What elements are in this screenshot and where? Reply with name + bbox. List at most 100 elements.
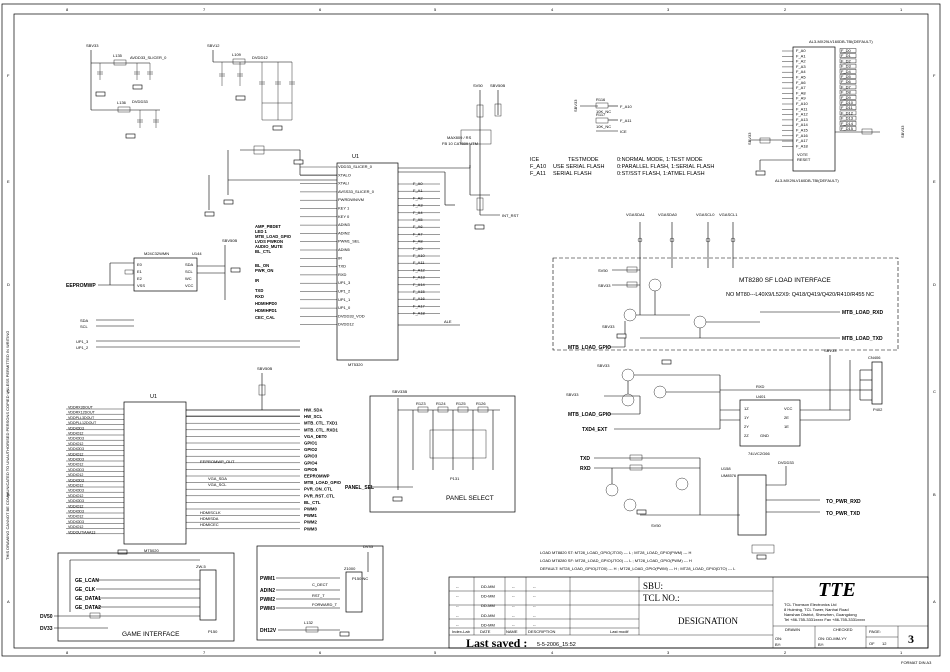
mcu-addr-label: F_A5	[413, 217, 423, 222]
rail-label: SBV33	[573, 99, 578, 112]
component-ref: L136	[117, 100, 127, 105]
vga-rail: VGASCL0	[696, 212, 715, 217]
rev-name: --	[512, 613, 515, 618]
mcu-pin: XTALI	[338, 181, 349, 186]
panel-resistor: R124	[436, 401, 446, 406]
game-signal: GE_CLK	[75, 587, 96, 593]
mcu-pin: UP1_3	[338, 280, 351, 285]
rail-label: SV50	[651, 523, 662, 528]
tb-of: OF	[869, 641, 875, 646]
mux-pin: 1Y	[744, 415, 749, 420]
rev-index: --	[456, 603, 459, 608]
mcu-signal: BL_ON	[255, 263, 269, 268]
hdmi-pin: VDDIOD3	[68, 447, 84, 451]
eeprom-block: M24C32WMN U144 E0 E1 E2 VSS SDA SCL WC V…	[66, 238, 300, 350]
config-table: ICE TESTMODE 0:NORMAL MODE, 1:TEST MODE …	[530, 157, 714, 177]
mcu-pin: DVDD12	[338, 322, 355, 327]
hdmi-signal: VGA_DET0	[304, 434, 327, 439]
flash-pin-box	[839, 84, 857, 90]
config-cell: F_A11	[530, 171, 546, 177]
mcu-addr-label: F_A4	[413, 210, 423, 215]
mcu-block: U1 MT5320 VDD33_SLICER_0XTALOXTALIAVSS33…	[204, 145, 460, 367]
mcu-addr-label: F_A11	[413, 260, 425, 265]
rev-date: DD-MM	[481, 603, 495, 608]
panel-resistor: R125	[456, 401, 466, 406]
sheet-frame	[1, 3, 941, 657]
mux-pin: GND	[760, 433, 769, 438]
mux-ref: U401	[756, 394, 766, 399]
hdmi-pin: VDDPLL12DOUT	[68, 421, 97, 425]
hdmi-signal: GPIO3	[304, 454, 318, 459]
load-note: DEFAULT: MT28_LOAD_GPIO(JTO0) --- H ; MT…	[540, 566, 736, 571]
flash-addr: F_A18	[796, 143, 809, 148]
row-marker: C	[7, 389, 10, 394]
panel-rail: SBV33B	[392, 389, 407, 394]
load-interface-block: MT8280 SF LOAD INTERFACE NO MT80---L40X9…	[552, 212, 899, 365]
eeprom-pin: E1	[137, 269, 143, 274]
mcu-signal: HDMIHPD0	[255, 301, 278, 306]
mcu-signal: PWR_ON	[255, 268, 273, 273]
rail-label: SBV50B	[257, 366, 272, 371]
hdmi-clk: HDMICEC	[200, 522, 219, 527]
load-notes: LOAD MT8820 ST: MT28_LOAD_GPIO(JTO0) ---…	[540, 550, 736, 571]
hdmi-pin: VDDIO12	[68, 442, 83, 446]
flash-pin: F_D11	[841, 105, 853, 110]
pwm-input: PWM2	[260, 597, 275, 603]
mcu-signal: TXD	[255, 288, 263, 293]
game-signal: GE_DATA2	[75, 605, 101, 611]
mcu-addr-label: F_A13	[413, 275, 426, 280]
hdmi-pin: VDDRX3DOUT	[68, 406, 94, 410]
panel-resistor: R123	[416, 401, 426, 406]
eeprom-wp-label: EEPROMWP	[66, 283, 96, 289]
flash-body	[792, 46, 836, 172]
eeprom-pin: SCL	[185, 269, 194, 274]
config-cell: SERIAL FLASH	[553, 171, 592, 177]
mcu-signal: MTB_LOAD_GPIO	[255, 234, 292, 239]
rail-label: SBV33	[900, 125, 905, 138]
flash-pin-box	[839, 110, 857, 116]
col-marker: 6	[319, 650, 322, 655]
mcu-addr-label: F_A3	[413, 203, 423, 208]
mcu-signal: HDMIHPD1	[255, 308, 278, 313]
strap-signal: F_A11	[620, 118, 632, 123]
title-frame	[448, 576, 929, 649]
panel-dip-switch	[429, 429, 487, 459]
hdmi-chip-body	[123, 401, 187, 545]
tb-header: Last modif	[610, 629, 629, 634]
hdmi-signal: GPIO1	[304, 441, 318, 446]
eeprom-ref: U144	[192, 251, 202, 256]
sbv33-label: SBV33	[566, 392, 579, 397]
game-signal: GE_LCAN	[75, 578, 99, 584]
flash-pin-box	[839, 53, 857, 58]
reset-part: MAX809 / RS	[447, 135, 472, 140]
row-marker: B	[933, 492, 936, 497]
rev-index: --	[456, 594, 459, 599]
rail-label: SV50	[473, 83, 484, 88]
pwm-output: C_DECT	[312, 582, 329, 587]
row-marker: C	[933, 389, 936, 394]
eeprom-pin: WC	[185, 276, 192, 281]
flash-addr: F_A1	[796, 53, 806, 58]
pwm-input: PWM3	[260, 606, 275, 612]
row-markers-right: F E D C B A	[933, 73, 936, 604]
net-label: DVDD12	[252, 55, 269, 60]
flash-pin: F_D1	[841, 53, 852, 58]
load-gpio: MTB_LOAD_GPIO	[568, 345, 611, 351]
rail-label: SBV33	[602, 324, 615, 329]
tb-on: ON:	[775, 636, 782, 641]
rev-date: DD-MM	[481, 622, 495, 627]
panel-resistor: R126	[476, 401, 486, 406]
col-marker: 8	[66, 650, 69, 655]
flash-pin-box	[839, 95, 857, 100]
pwm-block: DV33 PWM1 ADIN2 PWM2 PWM3 C_DECT RST_T F…	[256, 544, 384, 641]
resistor-val: 10K_NC	[596, 124, 611, 129]
ferrite-l135	[113, 59, 127, 66]
flash-addr: F_A14	[796, 122, 809, 127]
rxd-i-label: RXD	[756, 384, 765, 389]
rev-date: DD-MM	[481, 584, 495, 589]
flash-pin-box	[839, 58, 857, 64]
txd-ext-label: TXD4_EXT	[582, 427, 607, 433]
pwm-input: ADIN2	[260, 588, 275, 594]
hdmi-pin: VDDIO12	[68, 494, 83, 498]
